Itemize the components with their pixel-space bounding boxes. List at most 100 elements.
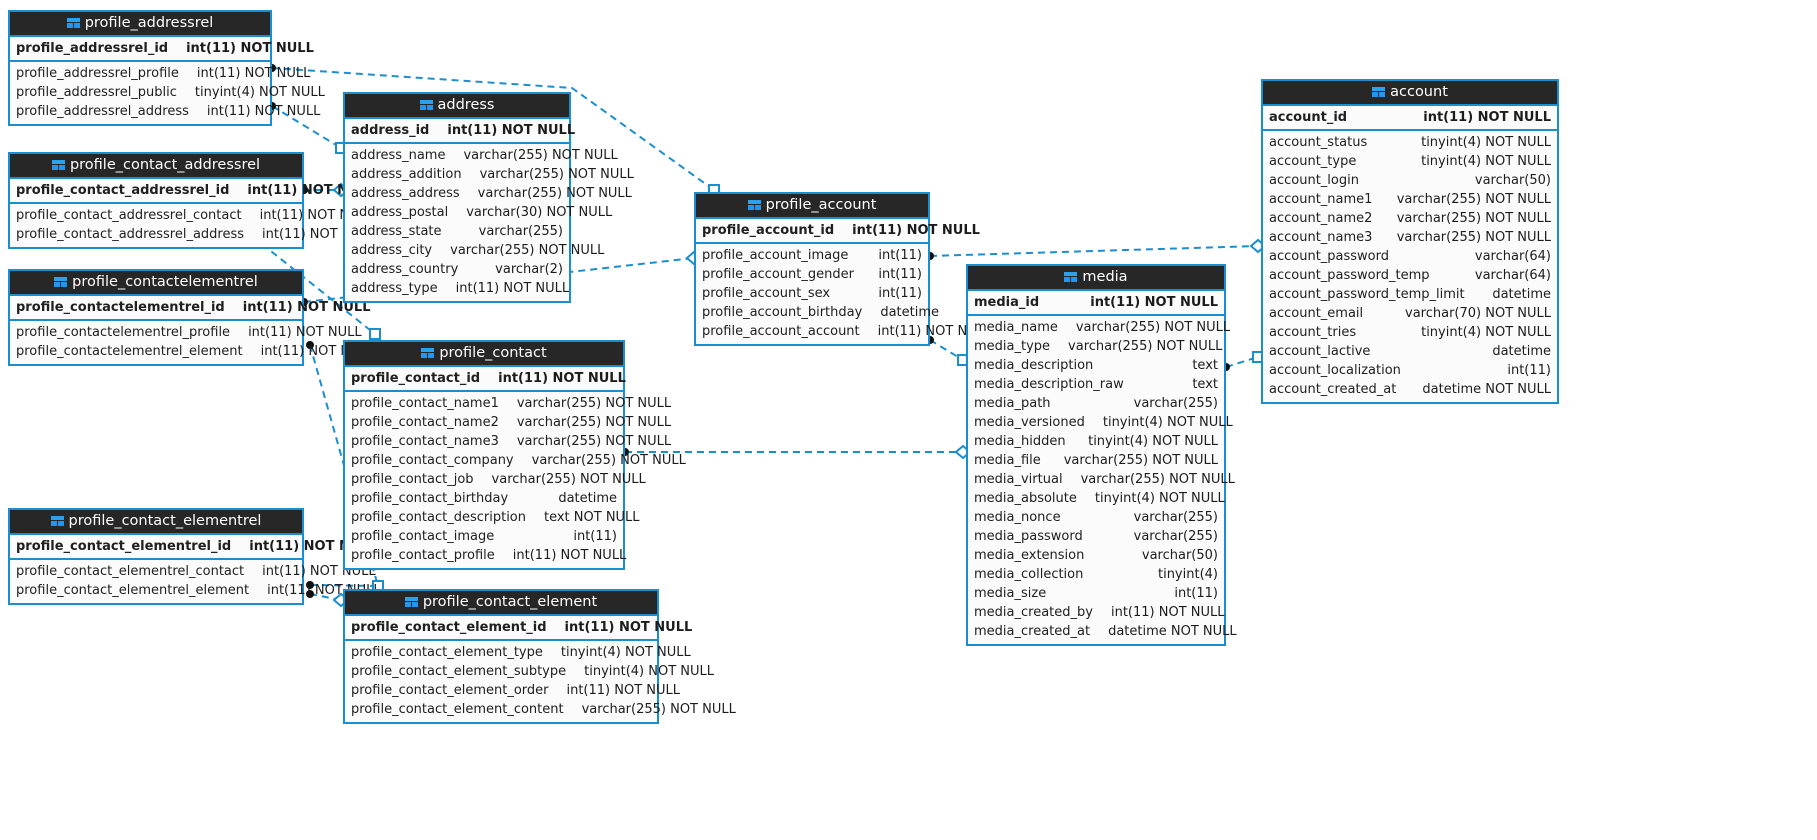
entity-title-account[interactable]: account	[1263, 81, 1557, 106]
entity-title-profile_contact_addressrel[interactable]: profile_contact_addressrel	[10, 154, 302, 179]
entity-title-profile_addressrel[interactable]: profile_addressrel	[10, 12, 270, 37]
entity-title-profile_account[interactable]: profile_account	[696, 194, 928, 219]
relationship-rel-media-account-created[interactable]	[1222, 351, 1264, 371]
field-name: media_id	[974, 295, 1040, 310]
entity-title-media[interactable]: media	[968, 266, 1224, 291]
entity-title-profile_contactelementrel[interactable]: profile_contactelementrel	[10, 271, 302, 296]
entity-title-profile_contact_element[interactable]: profile_contact_element	[345, 591, 657, 616]
entity-title-profile_contact_elementrel[interactable]: profile_contact_elementrel	[10, 510, 302, 535]
field-type: text NOT NULL	[544, 510, 640, 525]
relationship-rel-account-profile-account[interactable]	[926, 238, 1267, 260]
entity-title-address[interactable]: address	[345, 94, 569, 119]
entity-title-profile_contact[interactable]: profile_contact	[345, 342, 623, 367]
